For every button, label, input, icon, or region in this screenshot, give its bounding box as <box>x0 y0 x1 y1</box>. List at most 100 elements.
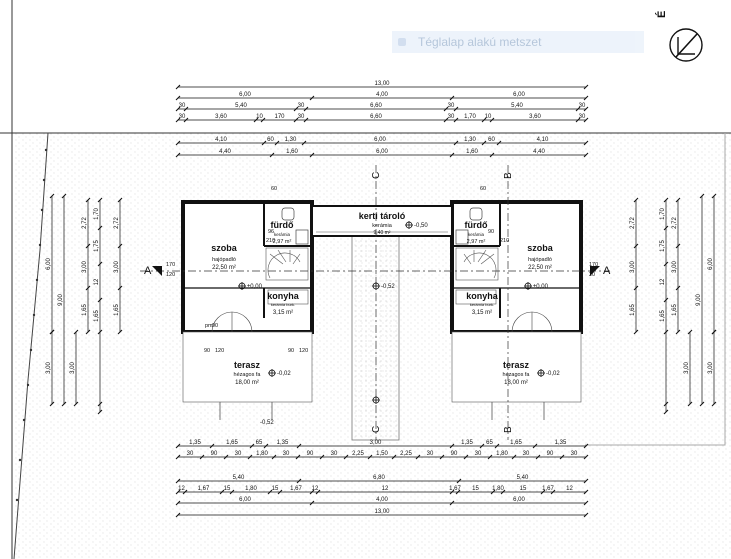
dim-top-row5-tick <box>175 140 181 146</box>
dim-bot-row2-tick <box>367 454 373 460</box>
dim-bot-row4-label: 15 <box>520 486 527 492</box>
svg-text:kerámia burk.: kerámia burk. <box>271 302 295 307</box>
dim-bot-row4-label: 1,67 <box>449 486 461 492</box>
svg-text:hajópadló: hajópadló <box>528 257 552 263</box>
dim-top-row4-label: 30 <box>448 114 455 120</box>
svg-text:2,97 m²: 2,97 m² <box>467 239 486 245</box>
dim-top-row2-tick <box>175 95 181 101</box>
dim-left-f-tick <box>97 401 103 407</box>
svg-text:konyha: konyha <box>267 291 300 301</box>
dim-left-f-label: 1,75 <box>94 240 100 252</box>
dim-bot-row2-tick <box>535 454 541 460</box>
dim-left-b-tick <box>49 401 55 407</box>
dim-top-row5-label: 4,10 <box>537 137 549 143</box>
dim-top-row2-label: 6,00 <box>513 92 525 98</box>
dim-bot-row4-tick <box>309 489 315 495</box>
dim-right-f-label: 1,75 <box>660 240 666 252</box>
svg-text:90: 90 <box>212 323 218 329</box>
dim-bot-row2-label: 2,25 <box>352 451 364 457</box>
svg-text:2,97 m²: 2,97 m² <box>273 239 292 245</box>
dim-bot-row2-tick <box>199 454 205 460</box>
dim-top-row4-label: 30 <box>579 114 586 120</box>
dim-bot-overall-label: 13,00 <box>374 509 390 515</box>
dim-top-row3-tick <box>183 106 189 112</box>
dim-left-g-tick <box>117 329 123 335</box>
dim-right-f-label: 12 <box>660 278 666 285</box>
dim-bot-row1-tick <box>249 443 255 449</box>
dim-right-f-tick <box>663 329 669 335</box>
svg-text:96: 96 <box>268 229 274 235</box>
dim-bot-row3-label: 5,40 <box>233 475 245 481</box>
dim-bot-row3-label: 5,40 <box>517 475 529 481</box>
svg-text:3,15 m²: 3,15 m² <box>273 310 293 316</box>
dim-bot-row5-tick <box>449 500 455 506</box>
dim-left-g-tick <box>117 285 123 291</box>
dim-bot-row4-tick <box>219 489 225 495</box>
dim-top-row6-label: 6,00 <box>376 149 388 155</box>
dim-bot-row3-tick <box>456 478 462 484</box>
dim-top-row4-tick <box>293 117 299 123</box>
dim-bot-row4-label: 1,67 <box>290 486 302 492</box>
dim-bot-row2-tick <box>415 454 421 460</box>
dim-top-row5-tick <box>453 140 459 146</box>
opening-dims: 96 210 90 210 170 120 20 170 90 120 90 1… <box>166 186 598 354</box>
svg-text:90: 90 <box>488 229 494 235</box>
svg-text:±0,00: ±0,00 <box>247 284 263 290</box>
dim-right-f-tick <box>663 409 669 415</box>
dim-top-row3-tick <box>175 106 181 112</box>
dim-bot-row4-label: 15 <box>272 486 279 492</box>
dim-top-row3-label: 6,60 <box>370 103 382 109</box>
dim-top-row3-label: 30 <box>448 103 455 109</box>
svg-text:-0,52: -0,52 <box>260 420 274 426</box>
svg-text:18,00 m²: 18,00 m² <box>235 380 259 386</box>
dim-bot-row2-tick <box>319 454 325 460</box>
dim-right-e-label: 3,00 <box>672 261 678 273</box>
dim-bot-row2-tick <box>295 454 301 460</box>
dim-top-row2-label: 4,00 <box>376 92 388 98</box>
dim-top-row3-label: 30 <box>579 103 586 109</box>
dim-top-row4-tick <box>443 117 449 123</box>
dim-left-f-label: 1,65 <box>94 310 100 322</box>
dim-right-e-label: 2,72 <box>672 217 678 229</box>
dim-bot-row2-label: 30 <box>283 451 290 457</box>
dim-bot-row2-tick <box>343 454 349 460</box>
dim-bot-row4-label: 1,80 <box>492 486 504 492</box>
dim-right-f-tick <box>663 261 669 267</box>
svg-text:-0,02: -0,02 <box>277 371 291 377</box>
dim-left-g-label: 3,00 <box>114 261 120 273</box>
svg-text:210: 210 <box>266 238 275 244</box>
dim-bot-row2-label: 30 <box>571 451 578 457</box>
dim-bot-row1-label: 1,35 <box>277 440 289 446</box>
dim-right-e-tick <box>675 243 681 249</box>
dim-top-row6-tick <box>449 152 455 158</box>
dim-top-row4-tick <box>303 117 309 123</box>
dim-bot-row5-tick <box>583 500 589 506</box>
dim-right-d-label: 3,00 <box>684 362 690 374</box>
dim-right-b-label: 3,00 <box>708 362 714 374</box>
dim-top-row3-tick <box>443 106 449 112</box>
tooltip-box: Téglalap alakú metszet <box>392 31 644 53</box>
dim-left-f-tick <box>97 409 103 415</box>
dim-bot-row2-tick <box>559 454 565 460</box>
svg-text:kerámia: kerámia <box>468 232 485 237</box>
dim-bot-row1-label: 3,00 <box>370 440 382 446</box>
north-arrow-icon: É <box>655 11 703 62</box>
dim-left-b-label: 3,00 <box>46 362 52 374</box>
svg-text:120: 120 <box>166 272 175 278</box>
dim-bot-row4-tick <box>490 489 496 495</box>
svg-text:9,40 m²: 9,40 m² <box>374 230 391 236</box>
room-szoba-right: szoba hajópadló 22,50 m² <box>527 243 554 271</box>
dim-right-a-label: 6,00 <box>708 258 714 270</box>
svg-text:kerámia: kerámia <box>372 223 393 229</box>
dim-top-row5-label: 60 <box>267 137 274 143</box>
dim-bot-row2-label: 90 <box>307 451 314 457</box>
dim-bot-row2-label: 30 <box>331 451 338 457</box>
dim-bot-row2-label: 90 <box>547 451 554 457</box>
dim-bot-overall-tick <box>583 512 589 518</box>
dim-bot-row4-label: 1,67 <box>542 486 554 492</box>
dim-right-g-label: 1,65 <box>630 304 636 316</box>
dim-top-row5-tick <box>496 140 502 146</box>
dim-left-e-label: 3,00 <box>82 261 88 273</box>
